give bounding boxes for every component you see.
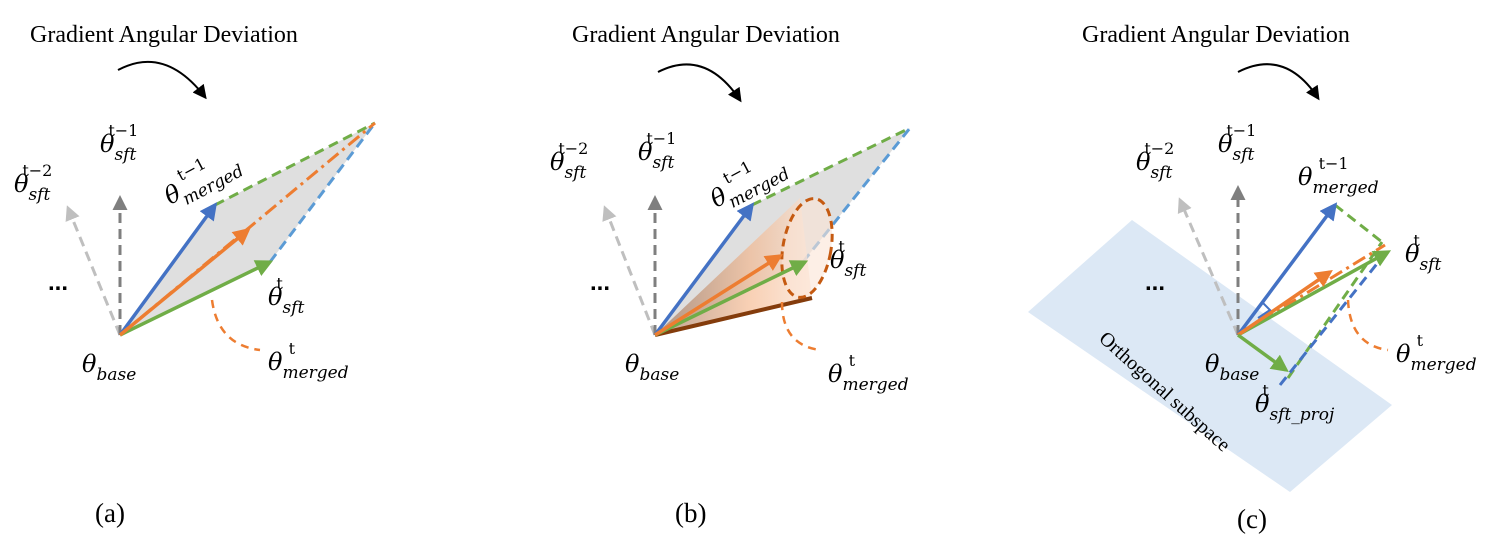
label-sft-proj: θsft_projt (1255, 381, 1335, 425)
panel-a: Gradient Angular Deviation ... θsftt−2 θ… (14, 22, 377, 528)
panel-b: Gradient Angular Deviation ... θsftt−2 θ… (550, 22, 912, 528)
projection-blue-edge (1278, 249, 1390, 386)
merged-t-arrow (118, 227, 251, 337)
label-sft-t-1: θsftt−1 (638, 129, 676, 173)
parallelogram-blue-edge (268, 122, 377, 263)
parallelogram-green-edge (1334, 203, 1383, 244)
label-merged-t: θmergedt (1396, 331, 1477, 375)
error-cone (655, 198, 812, 335)
merged-t-1-arrow (1236, 202, 1338, 337)
label-sft-t: θsftt (268, 274, 304, 318)
label-sft-t: θsftt (830, 237, 866, 281)
panel-c: Orthogonal subspace Gradient Angular Dev… (1028, 22, 1477, 534)
merged-t-1-arrow (118, 202, 218, 337)
sft-t-2-arrow (1177, 197, 1240, 336)
label-base: θbase (1205, 350, 1259, 385)
label-sft-t-2: θsftt−2 (14, 161, 52, 205)
panel-a-title: Gradient Angular Deviation (30, 22, 298, 48)
label-base: θbase (82, 350, 136, 385)
label-base: θbase (625, 350, 679, 385)
label-sft-t: θsftt (1405, 231, 1441, 275)
merged-t-leader-line (780, 301, 821, 352)
sft-proj-arrow (1236, 333, 1289, 373)
merged-t-leader-line (210, 299, 261, 352)
label-sft-t-1: θsftt−1 (1218, 121, 1256, 165)
deviation-arc-arrow (1237, 63, 1320, 101)
label-merged-t-1: θmergedt−1 (1298, 154, 1379, 198)
sft-t-arrow (1237, 250, 1392, 337)
merged-t-arrow (1237, 270, 1333, 337)
deviation-arc-arrow (117, 61, 207, 100)
ellipsis: ... (48, 269, 68, 296)
label-merged-t: θmergedt (268, 339, 349, 383)
parallelogram-green-edge (214, 121, 376, 207)
ellipsis: ... (590, 269, 610, 296)
panel-c-title: Gradient Angular Deviation (1082, 22, 1350, 48)
sft-t-2-arrow (602, 205, 657, 336)
parallelogram-blue-edge (801, 127, 912, 263)
panel-a-caption: (a) (95, 498, 125, 528)
panel-c-caption: (c) (1237, 504, 1267, 534)
sft-t-arrow (119, 260, 274, 337)
right-angle-marker (1257, 301, 1272, 319)
label-sft-t-1: θsftt−1 (100, 121, 138, 165)
panel-b-caption: (b) (675, 498, 706, 528)
parallelogram-green-edge (751, 126, 911, 207)
ellipsis: ... (1145, 269, 1165, 296)
label-sft-t-2: θsftt−2 (1136, 139, 1174, 183)
panel-b-title: Gradient Angular Deviation (572, 22, 840, 48)
merged-t-arrow (654, 254, 783, 337)
label-merged-t: θmergedt (828, 351, 909, 395)
merged-t-1-arrow (653, 202, 755, 337)
orthogonal-subspace-plane (1028, 220, 1392, 492)
sft-t-2-arrow (65, 205, 122, 336)
merged-t-leader-line (1346, 299, 1389, 352)
deviation-arc-arrow (657, 63, 742, 103)
label-sft-t-2: θsftt−2 (550, 139, 588, 183)
sft-t-arrow (654, 260, 809, 337)
cone-lower-edge (654, 296, 813, 337)
